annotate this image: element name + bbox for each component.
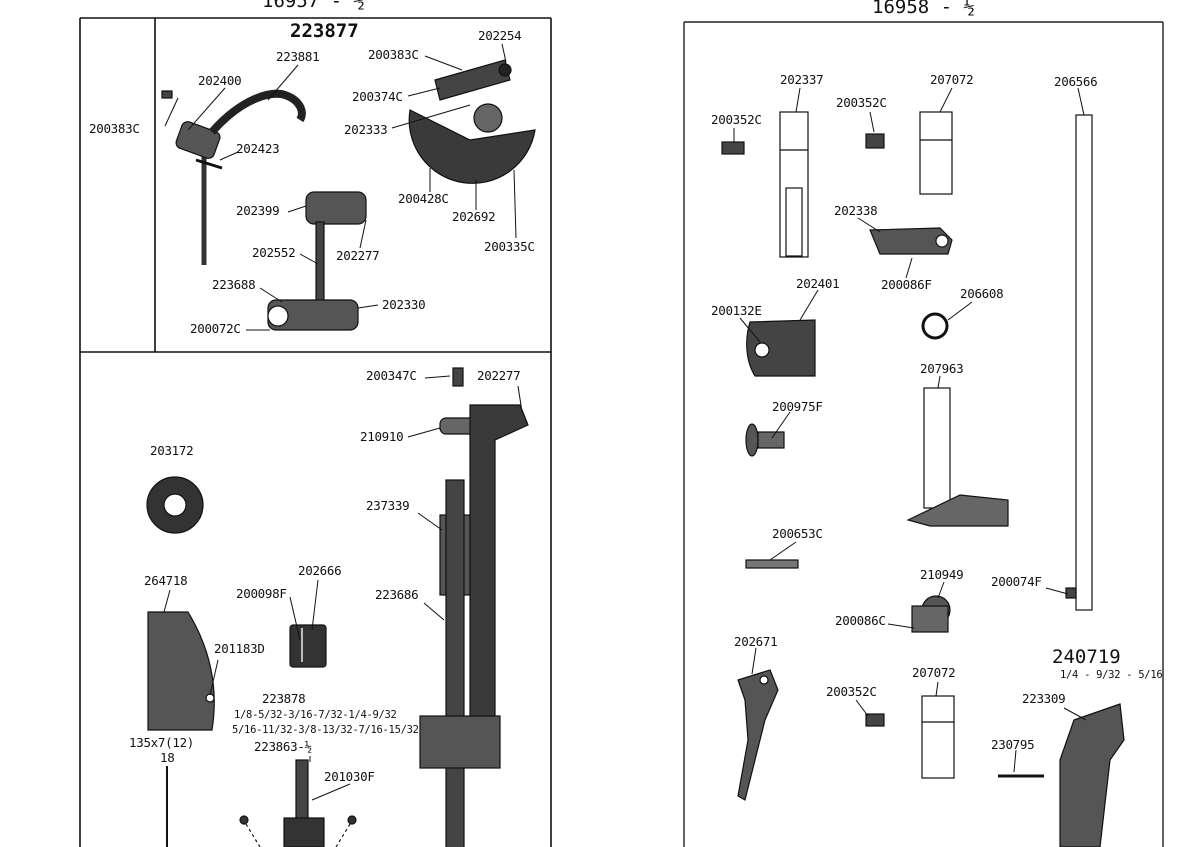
part-label: 200653C [772, 526, 823, 541]
part-label: 202338 [834, 203, 878, 218]
part-label: 200098F [236, 586, 287, 601]
part-label: 210949 [920, 567, 964, 582]
part-label: 200352C [711, 112, 762, 127]
right-frame [683, 21, 1164, 847]
bobbin-winder-parts [161, 59, 536, 331]
size-list: 1/8-5/32-3/16-7/32-1/4-9/32 [234, 709, 397, 721]
part-label: 135x7(12) [129, 735, 195, 750]
part-label: 223881 [276, 49, 320, 64]
part-label: 200374C [352, 89, 403, 104]
part-label: 200086C [835, 613, 886, 628]
part-label: 202333 [344, 122, 388, 137]
size-list: 5/16-11/32-3/8-13/32-7/16-15/32 [232, 724, 419, 736]
part-label: 223863-½ [254, 739, 312, 754]
part-label: 202423 [236, 141, 280, 156]
leader-lines-lower-left [163, 375, 523, 801]
part-label: 207072 [930, 72, 974, 87]
part-label: 200132E [711, 303, 762, 318]
part-label: 200352C [836, 95, 887, 110]
part-label: 210910 [360, 429, 404, 444]
part-label: 200074F [991, 574, 1042, 589]
part-label: 223686 [375, 587, 419, 602]
part-label: 202401 [796, 276, 840, 291]
part-label: 202277 [336, 248, 380, 263]
part-label: 200352C [826, 684, 877, 699]
leader-lines-upper [164, 43, 517, 331]
right-page-parts [721, 111, 1125, 847]
part-label: 200975F [772, 399, 823, 414]
part-label: 207963 [920, 361, 964, 376]
part-label: 202671 [734, 634, 778, 649]
part-label: 202552 [252, 245, 296, 260]
part-label: 230795 [991, 737, 1035, 752]
leader-lines-right [733, 87, 1087, 773]
part-label: 200072C [190, 321, 241, 336]
part-label: 202666 [298, 563, 342, 578]
part-label: 223878 [262, 691, 306, 706]
part-label: 200428C [398, 191, 449, 206]
part-label: 203172 [150, 443, 194, 458]
left-frame [79, 17, 552, 847]
part-label: 202330 [382, 297, 426, 312]
part-label: 202277 [477, 368, 521, 383]
part-label: 201183D [214, 641, 265, 656]
part-label: 264718 [144, 573, 188, 588]
part-label: 202400 [198, 73, 242, 88]
part-label: 207072 [912, 665, 956, 680]
group-number: 240719 [1052, 646, 1121, 668]
part-label: 202254 [478, 28, 522, 43]
part-label: 202399 [236, 203, 280, 218]
part-label: 200383C [368, 47, 419, 62]
part-label: 200335C [484, 239, 535, 254]
part-label: 237339 [366, 498, 410, 513]
assembly-number: 223877 [290, 20, 359, 42]
left-page-header: 16957 - ½ [262, 0, 365, 12]
group-sizes: 1/4 - 9/32 - 5/16 [1060, 669, 1163, 681]
part-label: 206608 [960, 286, 1004, 301]
right-page-header: 16958 - ½ [872, 0, 975, 18]
part-label: 202337 [780, 72, 824, 87]
part-label: 201030F [324, 769, 375, 784]
part-label: 200383C [89, 121, 140, 136]
part-label: 223688 [212, 277, 256, 292]
part-label: 200086F [881, 277, 932, 292]
part-label: 206566 [1054, 74, 1098, 89]
part-label: 202692 [452, 209, 496, 224]
part-label: 18 [160, 750, 175, 765]
part-label: 223309 [1022, 691, 1066, 706]
part-label: 200347C [366, 368, 417, 383]
